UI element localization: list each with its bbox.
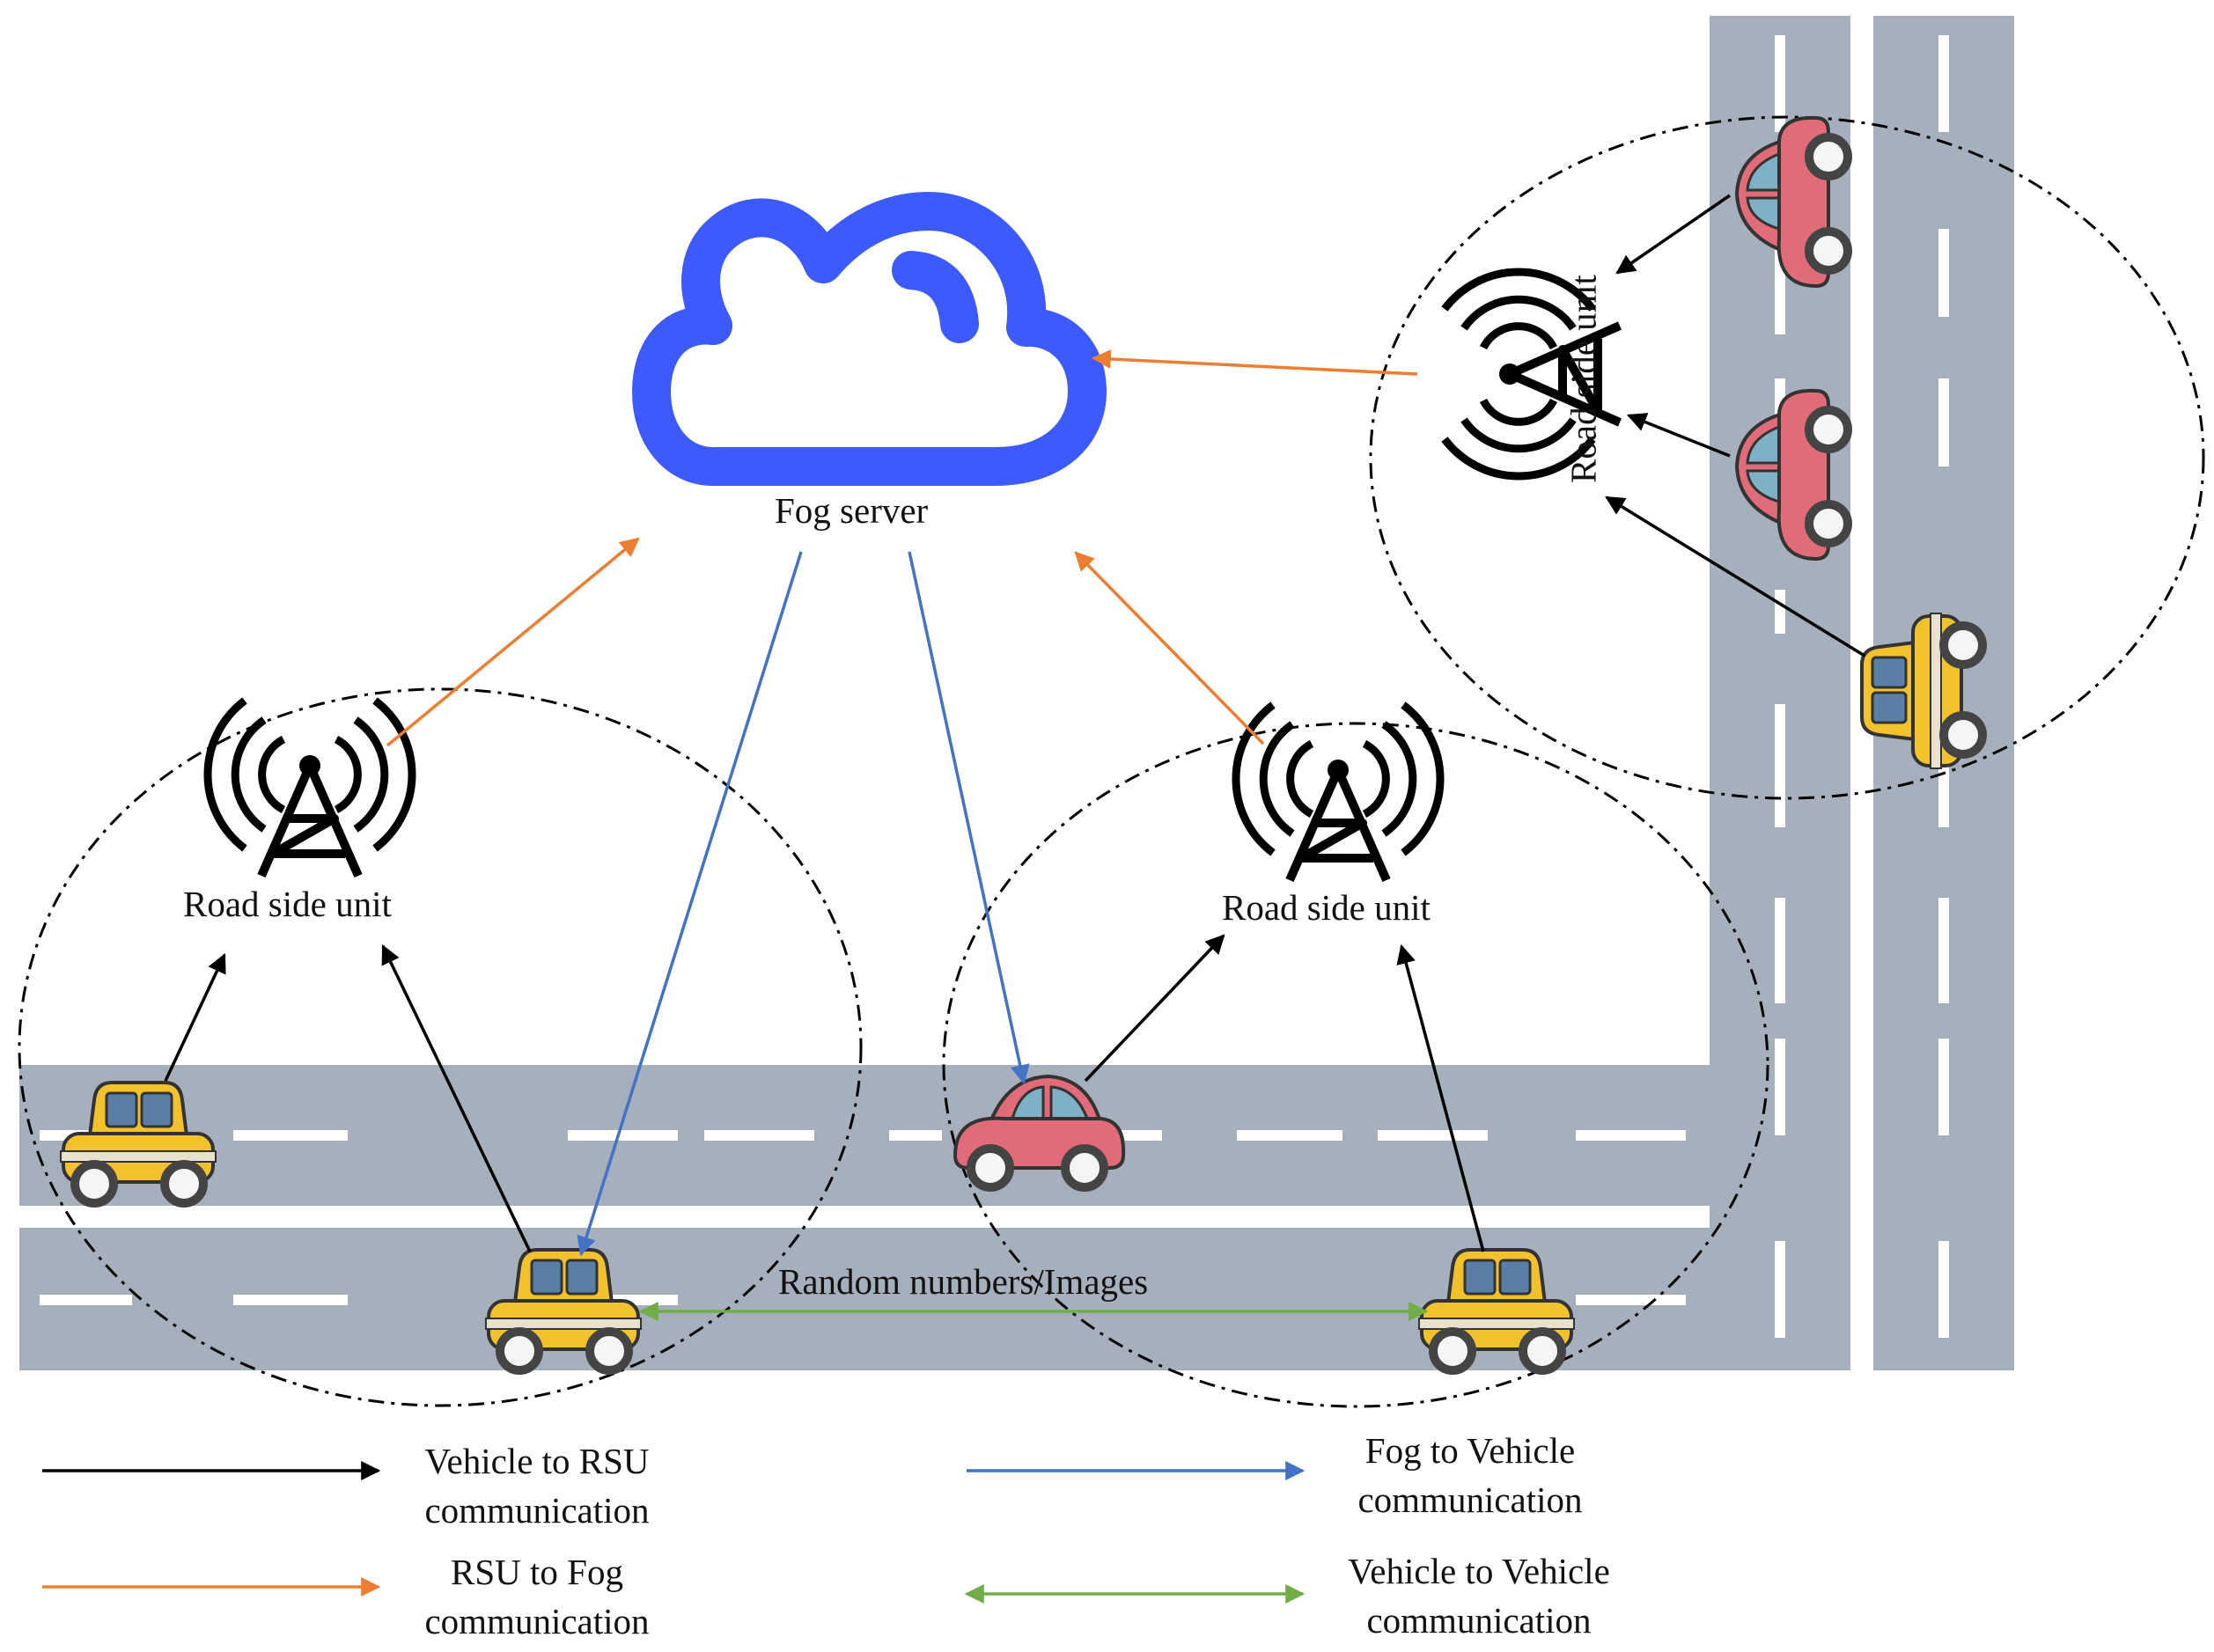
legend-v2rsu-line1: Vehicle to RSU	[424, 1441, 650, 1481]
rsu-left-label: Road side unit	[183, 884, 392, 924]
arrow-fog2v-1	[577, 551, 803, 1257]
arrow-v2rsu-7	[1605, 496, 1865, 657]
rsu-left-tower-icon	[208, 701, 412, 876]
horizontal-road	[19, 1065, 1710, 1370]
coverage-area-left	[18, 687, 863, 1407]
legend-fog2v-line2: communication	[1357, 1479, 1583, 1520]
coverage-area-right	[1369, 115, 2205, 800]
arrow-rsu2fog-right	[1091, 349, 1418, 376]
legend-rsu2fog-line2: communication	[424, 1601, 650, 1641]
legend-rsu2fog-line1: RSU to Fog	[451, 1552, 623, 1592]
legend-v2rsu-line2: communication	[424, 1490, 650, 1531]
rsu-middle-label: Road side unit	[1222, 887, 1431, 928]
legend-v2v-line2: communication	[1366, 1600, 1592, 1641]
legend-rsu2fog-label: RSU to Fog communication	[396, 1547, 678, 1646]
legend-v2v-label: Vehicle to Vehicle communication	[1303, 1546, 1655, 1645]
legend-fog2v-line1: Fog to Vehicle	[1364, 1430, 1576, 1471]
legend-v2v-line1: Vehicle to Vehicle	[1348, 1551, 1610, 1591]
arrow-v2rsu-3	[1084, 934, 1225, 1083]
rsu-right-label: Road side unit	[1563, 275, 1604, 483]
legend-fog2v-label: Fog to Vehicle communication	[1320, 1426, 1620, 1524]
arrow-v2rsu-1	[164, 953, 226, 1082]
coverage-area-middle	[942, 722, 1769, 1408]
v2v-link-label: Random numbers/Images	[778, 1261, 1149, 1302]
arrow-v2rsu-5	[1615, 194, 1731, 275]
arrow-rsu2fog-middle	[1074, 551, 1265, 745]
arrow-v2rsu-4	[1396, 943, 1485, 1252]
legend-v2rsu-label: Vehicle to RSU communication	[396, 1436, 678, 1535]
arrow-v2rsu-6	[1626, 413, 1731, 458]
fog-server-cloud-icon	[632, 192, 1107, 486]
fog-server-label: Fog server	[775, 490, 929, 531]
arrow-rsu2fog-left	[386, 537, 640, 747]
rsu-middle-tower-icon	[1236, 705, 1440, 880]
arrow-v2rsu-2	[381, 944, 532, 1252]
arrow-fog2v-2	[908, 551, 1030, 1085]
